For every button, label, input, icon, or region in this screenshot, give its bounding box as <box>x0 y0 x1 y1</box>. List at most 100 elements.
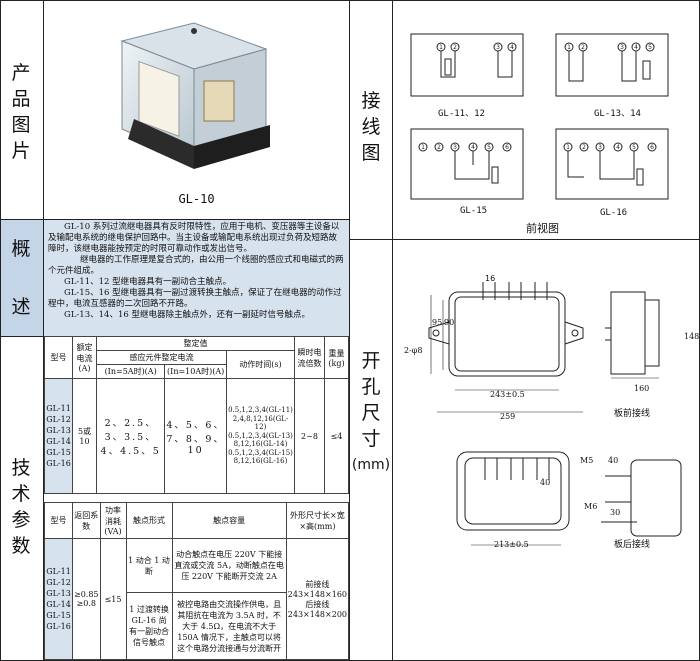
th-action-time: 动作时间(s) <box>226 350 295 379</box>
divider <box>392 0 393 661</box>
th-induction-setting: 感应元件整定电流 <box>96 350 227 365</box>
in10-values: 4、5、6、7、8、9、10 <box>164 378 227 494</box>
dim-40: 40 <box>540 478 551 487</box>
model-item: GL-14 <box>46 600 71 609</box>
tech-label-4: 数 <box>11 535 31 557</box>
tech-table-1: 型号 额定电流(A) 整定值 瞬时电流倍数 重量(kg) 感应元件整定电流 动作… <box>44 336 349 494</box>
wiring-label-2: 线 <box>361 116 381 138</box>
dim-m6: M6 <box>584 502 598 511</box>
model-item: GL-12 <box>46 415 71 424</box>
action-time-item: 2,4,8,12,16(GL-12) <box>232 414 289 432</box>
overview-paragraph: 继电器的工作原理是复合式的，由公用一个线圈的感应式和电磁式的两个元件组成。 <box>48 255 344 276</box>
tech-label-1: 技 <box>11 457 31 479</box>
action-time-item: 0.5,1,2,3,4(GL-11) <box>228 406 293 415</box>
dim-m5: M5 <box>580 456 594 465</box>
svg-text:3: 3 <box>598 144 602 151</box>
contact-form-1: 1 动合 1 动断 <box>125 538 173 593</box>
cutout-drawings <box>428 282 682 546</box>
return-coeff-value: ≥0.85 ≥0.8 <box>72 538 101 660</box>
cutout-unit: (mm) <box>351 457 391 473</box>
svg-text:4: 4 <box>471 144 475 151</box>
model-list: GL-11 GL-12 GL-13 GL-14 GL-15 GL-16 <box>44 378 73 494</box>
action-time-item: 8,12,16(GL-14) <box>233 440 288 449</box>
svg-text:2: 2 <box>453 44 457 51</box>
th-model: 型号 <box>44 336 73 379</box>
rear-wiring-label: 板后接线 <box>614 540 651 550</box>
model-item: GL-11 <box>46 404 71 413</box>
model-item: GL-16 <box>46 622 71 631</box>
product-model: GL-10 <box>178 192 215 206</box>
model-item: GL-15 <box>46 448 71 457</box>
model-item: GL-14 <box>46 437 71 446</box>
dim-259: 259 <box>500 412 516 421</box>
svg-text:5: 5 <box>487 144 491 151</box>
front-wiring-label: 板前接线 <box>614 409 651 419</box>
th-setting: 整定值 <box>96 336 295 351</box>
model-item: GL-11 <box>46 567 71 576</box>
dim-90: 90 <box>444 318 455 327</box>
th-contact-form: 触点形式 <box>125 502 173 539</box>
diagram-label: GL-15 <box>460 206 488 216</box>
dim-hole: 2-φ8 <box>404 346 423 355</box>
svg-text:4: 4 <box>616 144 620 151</box>
model-item: GL-13 <box>46 426 71 435</box>
power-value: ≤15 <box>99 538 127 660</box>
overview-paragraph: GL-10 系列过流继电器具有反时限特性，应用于电机、变压器等主设备以及输配电系… <box>48 222 340 254</box>
dim-243: 243±0.5 <box>490 390 525 399</box>
svg-text:5: 5 <box>648 44 652 51</box>
svg-text:2: 2 <box>437 144 441 151</box>
overview-label-2: 述 <box>11 296 31 318</box>
action-time-list: 0.5,1,2,3,4(GL-11) 2,4,8,12,16(GL-12) 0.… <box>226 378 295 494</box>
cutout-label-2: 孔 <box>361 376 381 398</box>
divider <box>0 219 349 220</box>
dim-160: 160 <box>634 384 650 393</box>
rated-current-value: 5或10 <box>72 378 97 494</box>
action-time-item: 8,12,16(GL-16) <box>233 457 288 466</box>
capacity-2: 被控电路由交流操作供电，且其阻抗在电流为 3.5A 时，不大于 4.5Ω，在电流… <box>171 592 287 660</box>
svg-text:4: 4 <box>510 44 514 51</box>
capacity-1: 动合触点在电压 220V 下能接直流或交流 5A，动断触点在电压 220V 下能… <box>171 538 287 593</box>
overview-paragraph: GL-11、12 型继电器具有一副动合主触点。 <box>64 277 232 287</box>
model-item: GL-12 <box>46 578 71 587</box>
weight-value: ≤4 <box>324 378 349 494</box>
overview-paragraph: GL-15、16 型继电器具有一副过渡转换主触点，保证了在继电器的动作过程中，电… <box>48 288 342 309</box>
overview-label-1: 概 <box>11 238 31 260</box>
tech-label-2: 术 <box>11 483 31 505</box>
dimensions-value: 前接线 243×148×160 后接线 243×148×200 <box>285 538 350 660</box>
diagram-label: GL-16 <box>600 208 628 218</box>
front-view-label: 前视图 <box>526 222 559 235</box>
wiring-label-1: 接 <box>361 90 381 112</box>
cutout-label-3: 尺 <box>361 402 381 424</box>
contact-form-2: 1 过渡转换 GL-16 尚有一副动合信号触点 <box>125 592 173 660</box>
overview-paragraph: GL-13、14、16 型继电器除主触点外，还有一副延时信号触点。 <box>64 310 310 320</box>
svg-text:1: 1 <box>567 44 571 51</box>
svg-text:2: 2 <box>582 144 586 151</box>
svg-text:2: 2 <box>581 44 585 51</box>
svg-text:1: 1 <box>421 144 425 151</box>
dim-16: 16 <box>485 274 496 283</box>
divider <box>349 0 350 661</box>
svg-text:4: 4 <box>634 44 638 51</box>
svg-text:1: 1 <box>439 44 443 51</box>
overview-label-bg <box>1 220 43 336</box>
action-time-item: 0.5,1,2,3,4(GL-15) <box>228 448 293 457</box>
th-power: 功率消耗(VA) <box>99 502 127 539</box>
product-photo-area <box>44 1 349 219</box>
divider <box>349 239 700 240</box>
in5-values: 2、2.5、3、3.5、4、4.5、5 <box>95 378 166 494</box>
cutout-label-4: 寸 <box>361 428 381 450</box>
svg-text:5: 5 <box>632 144 636 151</box>
dim-95: 95 <box>432 318 443 327</box>
product-image-label: 产品图片 <box>11 62 31 162</box>
th-model: 型号 <box>44 502 73 539</box>
dim-40b: 40 <box>608 456 619 465</box>
th-rated-current: 额定电流(A) <box>72 336 97 379</box>
th-instant-multiple: 瞬时电流倍数 <box>294 336 325 379</box>
th-dimensions: 外形尺寸长×宽×高(mm) <box>285 502 350 539</box>
tech-label-3: 参 <box>11 509 31 531</box>
tech-table-2: 型号 返回系数 功率消耗(VA) 触点形式 触点容量 外形尺寸长×宽×高(mm)… <box>44 502 350 660</box>
wiring-label-3: 图 <box>361 142 381 164</box>
model-item: GL-13 <box>46 589 71 598</box>
diagram-label: GL-13、14 <box>594 109 641 119</box>
svg-text:3: 3 <box>496 44 500 51</box>
